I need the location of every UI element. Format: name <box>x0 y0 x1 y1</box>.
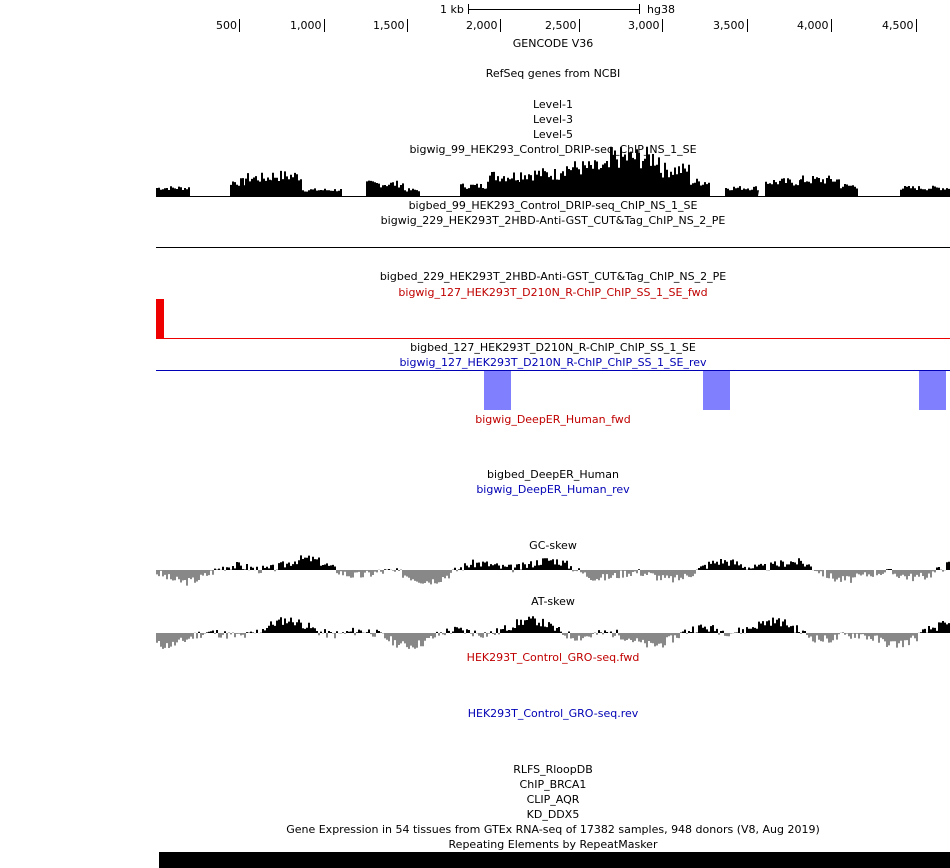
track-label-deeper-fwd[interactable]: bigwig_DeepER_Human_fwd <box>475 413 631 426</box>
ruler-tick: 3,500 <box>713 19 748 32</box>
track-at-skew-signal[interactable] <box>156 616 950 649</box>
ruler-tick: 2,000 <box>466 19 501 32</box>
track-label-level3[interactable]: Level-3 <box>532 113 573 126</box>
ruler-tick: 2,500 <box>545 19 580 32</box>
ruler-tick: 4,000 <box>797 19 832 32</box>
track-label-brca1[interactable]: ChIP_BRCA1 <box>519 778 587 791</box>
track-label-repeatmasker[interactable]: Repeating Elements by RepeatMasker <box>448 838 658 851</box>
track-label-aqr[interactable]: CLIP_AQR <box>526 793 580 806</box>
track-label-gtex[interactable]: Gene Expression in 54 tissues from GTEx … <box>286 823 820 836</box>
track-label-gc-skew[interactable]: GC-skew <box>529 539 577 552</box>
track-label-ddx5[interactable]: KD_DDX5 <box>526 808 580 821</box>
track-label-at-skew[interactable]: AT-skew <box>531 595 575 608</box>
ruler-tick: 3,000 <box>628 19 663 32</box>
track-label-bigwig-127-fwd[interactable]: bigwig_127_HEK293T_D210N_R-ChIP_ChIP_SS_… <box>398 286 708 299</box>
track-gc-skew-signal[interactable] <box>156 555 950 586</box>
track-label-gro-fwd[interactable]: HEK293T_Control_GRO-seq.fwd <box>466 651 640 664</box>
ruler-tick: 1,500 <box>373 19 408 32</box>
assembly-label: hg38 <box>647 3 675 16</box>
track-label-deeper-rev[interactable]: bigwig_DeepER_Human_rev <box>476 483 630 496</box>
track-label-bigbed-99[interactable]: bigbed_99_HEK293_Control_DRIP-seq_ChIP_N… <box>408 199 698 212</box>
track-label-refseq[interactable]: RefSeq genes from NCBI <box>485 67 621 80</box>
track-label-level1[interactable]: Level-1 <box>532 98 573 111</box>
track-label-bigbed-229[interactable]: bigbed_229_HEK293T_2HBD-Anti-GST_CUT&Tag… <box>379 270 727 283</box>
ruler-tick: 4,500 <box>882 19 917 32</box>
track-label-bigbed-127[interactable]: bigbed_127_HEK293T_D210N_R-ChIP_ChIP_SS_… <box>410 341 696 354</box>
track-repeatmasker-bar[interactable] <box>159 852 950 868</box>
track-label-deeper-bigbed[interactable]: bigbed_DeepER_Human <box>486 468 619 481</box>
track-bigwig-127-fwd-signal[interactable] <box>156 299 950 339</box>
scale-bar <box>468 4 640 14</box>
track-label-bigwig-99[interactable]: bigwig_99_HEK293_Control_DRIP-seq_ChIP_N… <box>409 143 697 156</box>
track-label-gro-rev[interactable]: HEK293T_Control_GRO-seq.rev <box>467 707 639 720</box>
track-label-bigwig-127-rev[interactable]: bigwig_127_HEK293T_D210N_R-ChIP_ChIP_SS_… <box>399 356 707 369</box>
ruler-tick: 500 <box>216 19 240 32</box>
track-bigwig-127-rev-signal[interactable] <box>156 370 950 411</box>
track-label-level5[interactable]: Level-5 <box>532 128 573 141</box>
track-label-gencode[interactable]: GENCODE V36 <box>512 37 594 50</box>
track-bigwig-99-signal[interactable] <box>156 146 950 197</box>
track-label-rlfs[interactable]: RLFS_RloopDB <box>513 763 593 776</box>
track-label-bigwig-229[interactable]: bigwig_229_HEK293T_2HBD-Anti-GST_CUT&Tag… <box>380 214 726 227</box>
scale-label: 1 kb <box>440 3 464 16</box>
ruler-tick: 1,000 <box>290 19 325 32</box>
